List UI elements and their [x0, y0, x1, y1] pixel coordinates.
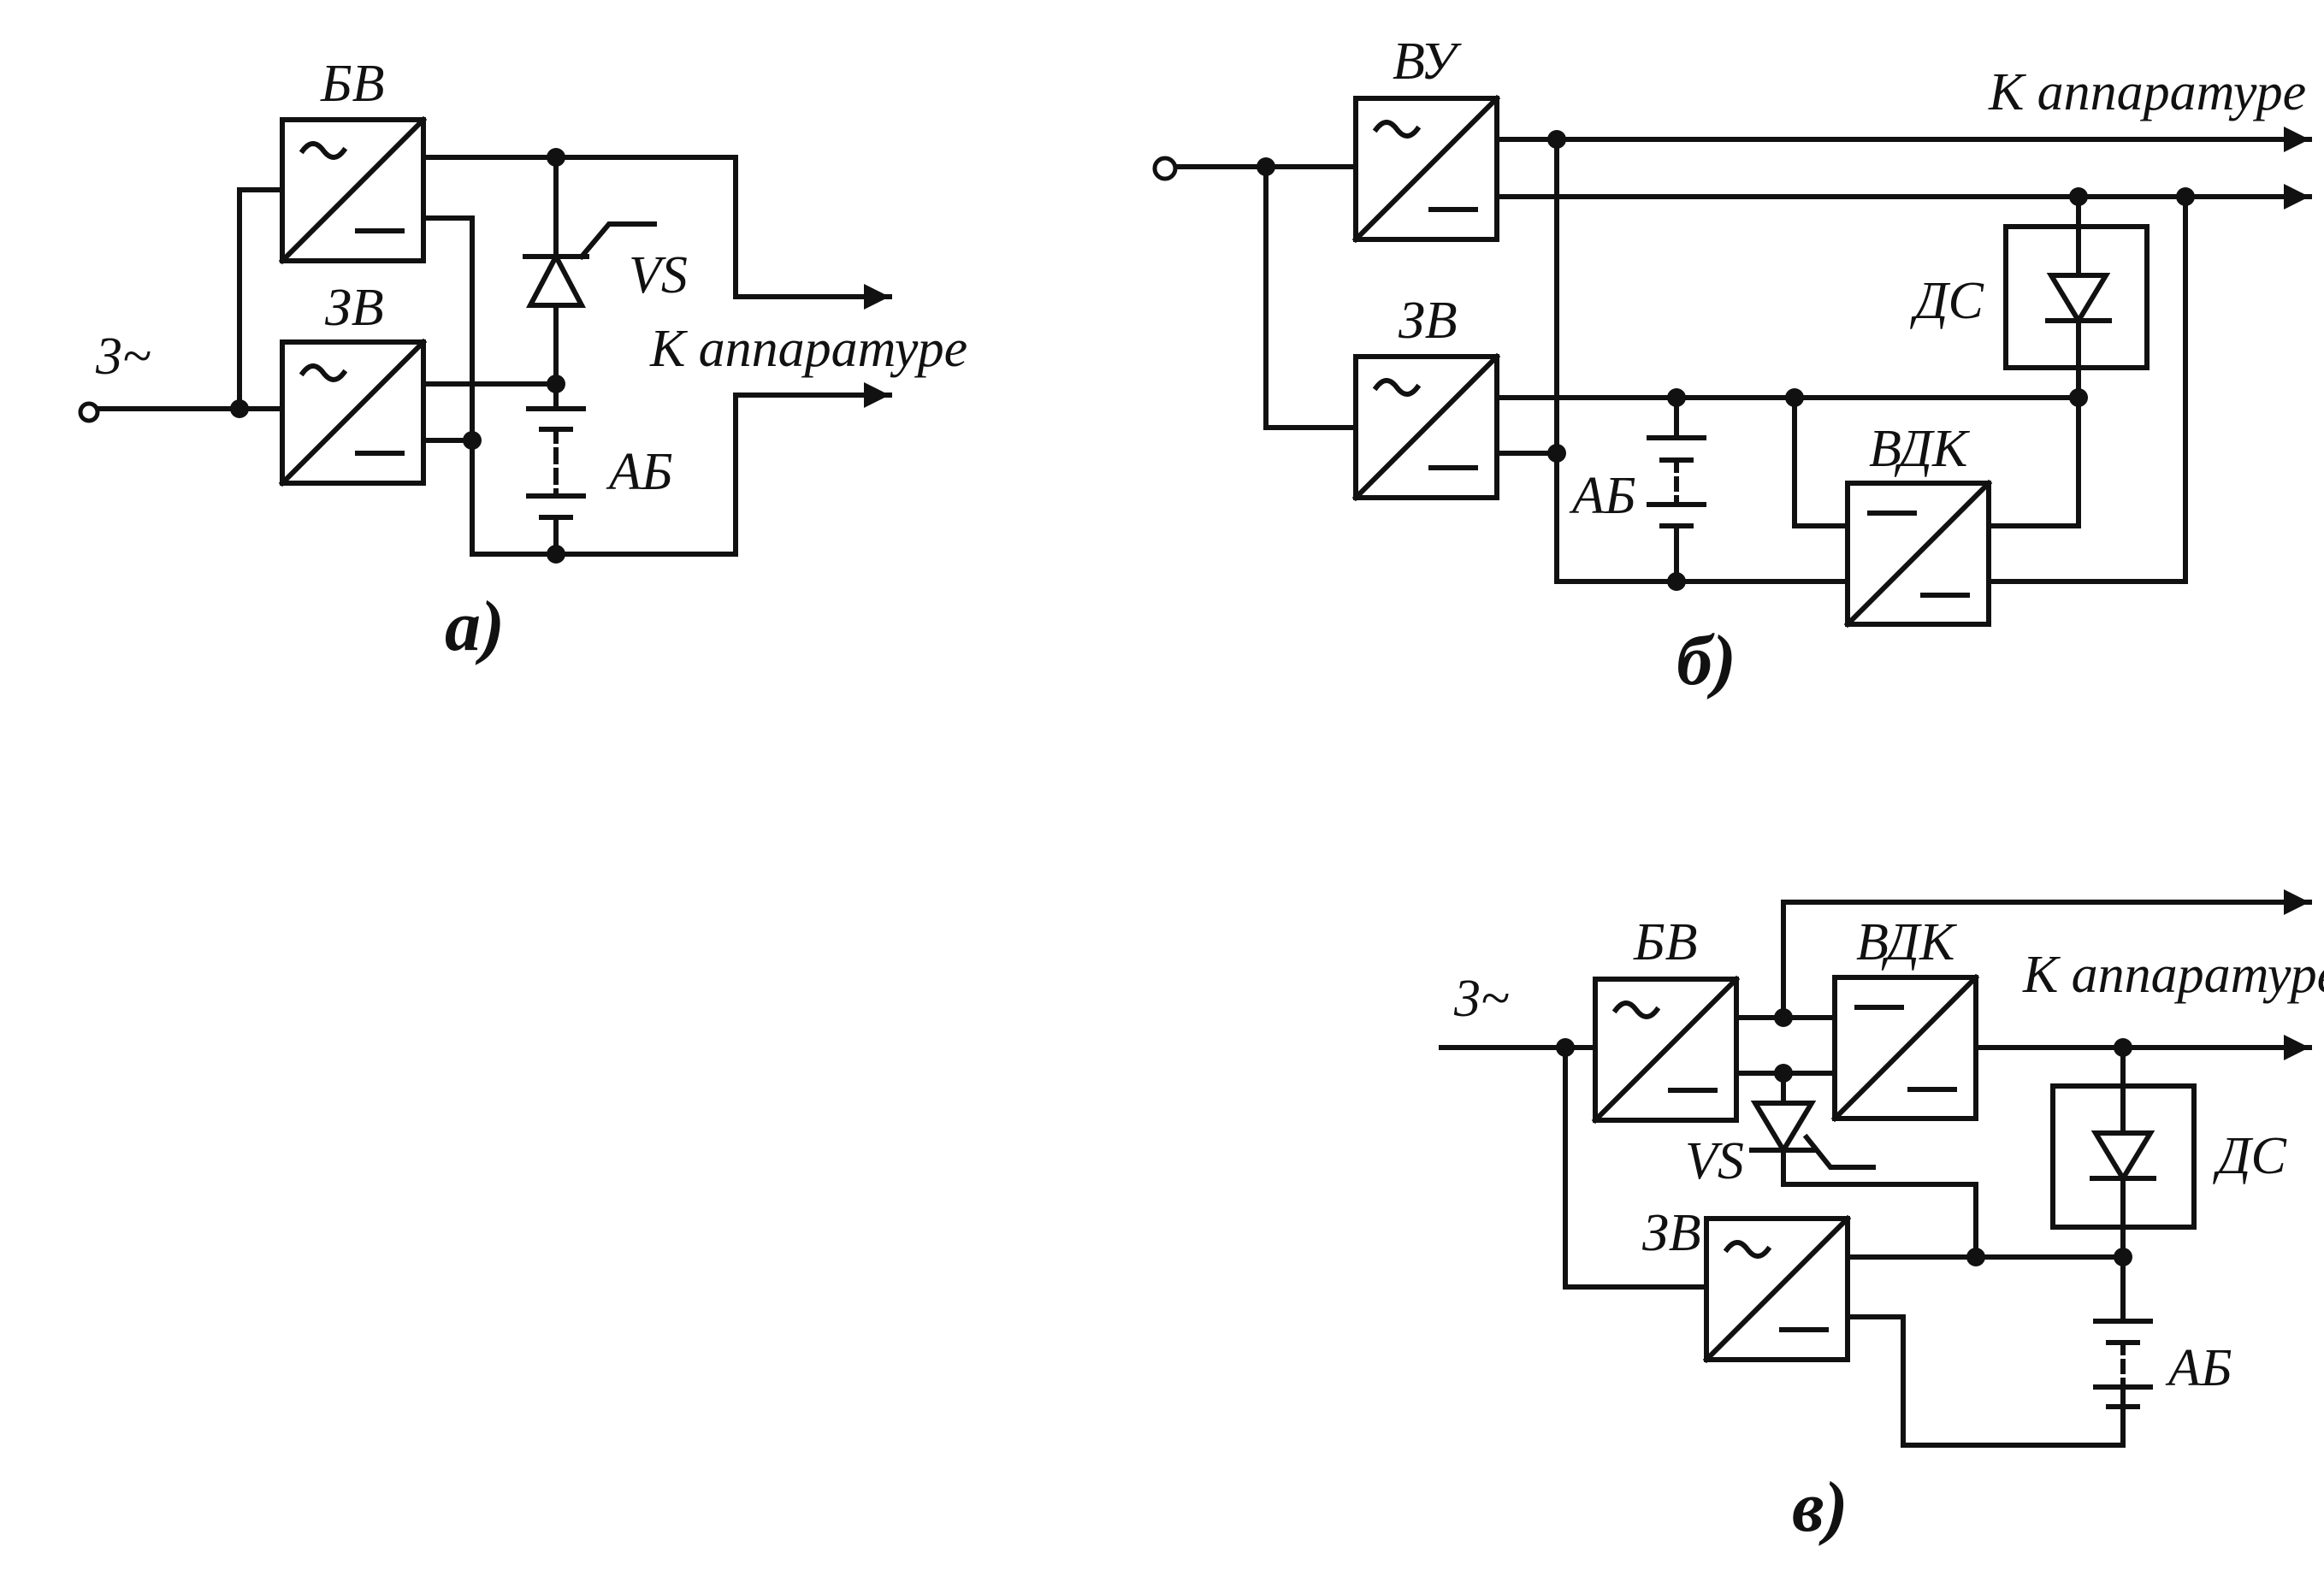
block-vdk-c	[1830, 973, 1980, 1123]
input-terminal-a	[78, 401, 100, 423]
junctions-c	[1556, 1008, 2132, 1266]
block-label-vdk-b: ВДК	[1869, 420, 1971, 478]
battery-label-a: АБ	[606, 443, 672, 501]
thyristor-label-a: VS	[629, 246, 688, 304]
wires-a	[90, 155, 892, 557]
block-zv-a	[278, 338, 428, 487]
thyristor-label-c: VS	[1685, 1132, 1744, 1190]
junctions-b	[1257, 130, 2195, 591]
caption-a: а)	[445, 587, 505, 666]
thyristor-vs-a	[523, 221, 657, 308]
block-label-zv-b: ЗВ	[1399, 292, 1458, 350]
block-zv-c	[1702, 1214, 1852, 1364]
caption-c: в)	[1792, 1467, 1848, 1547]
block-label-ds-c: ДС	[2213, 1127, 2286, 1185]
block-label-bv-a: БВ	[320, 55, 384, 113]
block-label-bv-c: БВ	[1633, 913, 1697, 971]
output-label-b: К аппаратуре	[1988, 63, 2306, 121]
diode-switch-ds-c	[2050, 1083, 2197, 1230]
wires-b	[1171, 127, 2312, 584]
battery-ab-c	[2093, 1319, 2153, 1409]
panel-c: 3~ БВ ВДК VS ЗВ	[1439, 889, 2324, 1547]
block-zv-b	[1351, 352, 1501, 502]
thyristor-vs-c	[1749, 1101, 1876, 1170]
input-terminal-b	[1152, 156, 1178, 181]
input-label-c: 3~	[1453, 970, 1510, 1028]
block-label-ds-b: ДС	[1910, 272, 1984, 330]
diode-switch-ds-b	[2003, 224, 2150, 370]
block-vu-b	[1351, 94, 1501, 244]
panel-a: 3~ БВ ЗВ VS АБ	[78, 55, 967, 666]
caption-b: б)	[1676, 621, 1736, 700]
block-bv-c	[1591, 975, 1741, 1124]
block-label-vdk-c: ВДК	[1856, 913, 1958, 971]
block-bv-a	[278, 115, 428, 265]
battery-label-c: АБ	[2165, 1339, 2232, 1397]
input-label-a: 3~	[95, 328, 151, 386]
battery-ab-a	[526, 406, 586, 520]
block-label-zv-a: ЗВ	[325, 279, 384, 337]
junctions-a	[230, 148, 565, 564]
output-label-a: К аппаратуре	[649, 320, 967, 378]
output-label-c: К аппаратуре	[2022, 946, 2324, 1004]
block-vdk-b	[1843, 479, 1993, 629]
battery-ab-b	[1647, 435, 1706, 528]
panel-b: ВУ ЗВ ВДК ДС АБ	[1152, 32, 2312, 700]
block-label-vu-b: ВУ	[1393, 32, 1463, 91]
battery-label-b: АБ	[1569, 467, 1635, 525]
block-label-zv-c: ЗВ	[1642, 1204, 1701, 1262]
